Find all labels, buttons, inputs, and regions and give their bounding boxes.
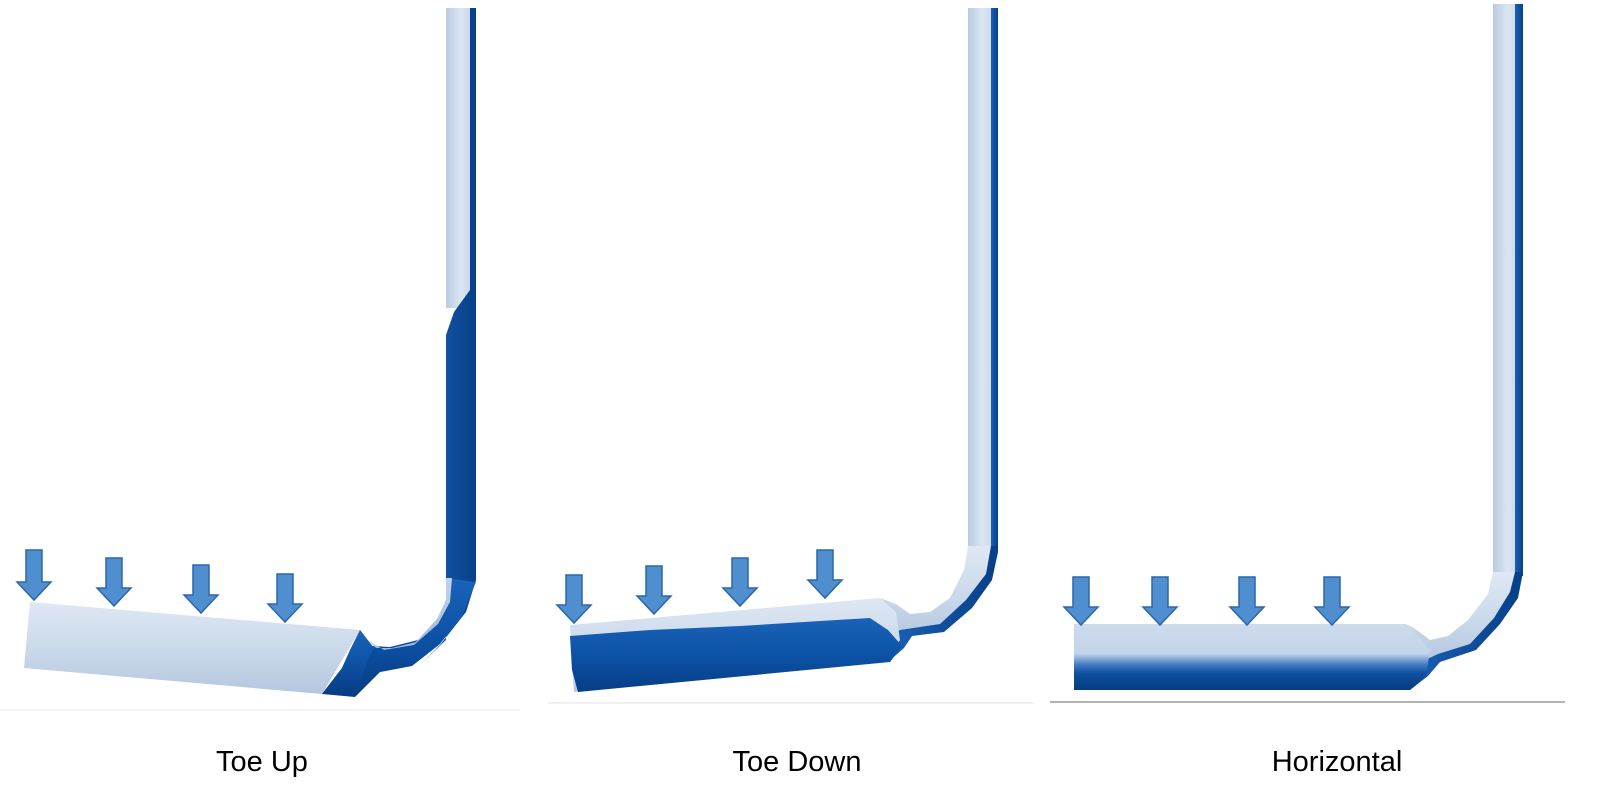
flow-arrows <box>1062 576 1351 627</box>
horizontal-panel <box>1050 4 1565 703</box>
down-arrow-icon <box>806 549 844 600</box>
down-arrow-icon <box>1062 576 1100 627</box>
curve-section <box>1406 572 1523 664</box>
curve-liquid <box>886 546 998 662</box>
down-arrow-icon <box>266 573 304 624</box>
down-arrow-icon <box>1228 576 1266 627</box>
toe-down-panel <box>548 8 1034 704</box>
lateral-pipe <box>1074 624 1430 690</box>
lateral-pipe <box>24 602 360 694</box>
lateral-liquid <box>570 618 902 692</box>
vertical-pipe-liquid-edge <box>1515 4 1523 576</box>
down-arrow-icon <box>182 564 220 615</box>
flow-arrows <box>555 549 844 625</box>
down-arrow-icon <box>95 557 133 608</box>
vertical-pipe-liquid <box>420 8 476 665</box>
down-arrow-icon <box>15 549 53 602</box>
down-arrow-icon <box>555 574 593 625</box>
curve-section <box>880 546 998 640</box>
down-arrow-icon <box>635 565 673 616</box>
lateral-pipe-end <box>322 630 374 694</box>
down-arrow-icon <box>1313 576 1351 627</box>
toe-up-panel <box>0 8 520 711</box>
toe-down-caption: Toe Down <box>732 746 862 778</box>
down-arrow-icon <box>721 557 759 608</box>
vertical-pipe-liquid-edge <box>991 8 998 548</box>
toe-up-caption: Toe Up <box>216 746 308 778</box>
horizontal-caption: Horizontal <box>1271 746 1403 778</box>
flow-arrows <box>15 549 304 624</box>
down-arrow-icon <box>1141 576 1179 627</box>
curve-liquid <box>1408 572 1523 690</box>
